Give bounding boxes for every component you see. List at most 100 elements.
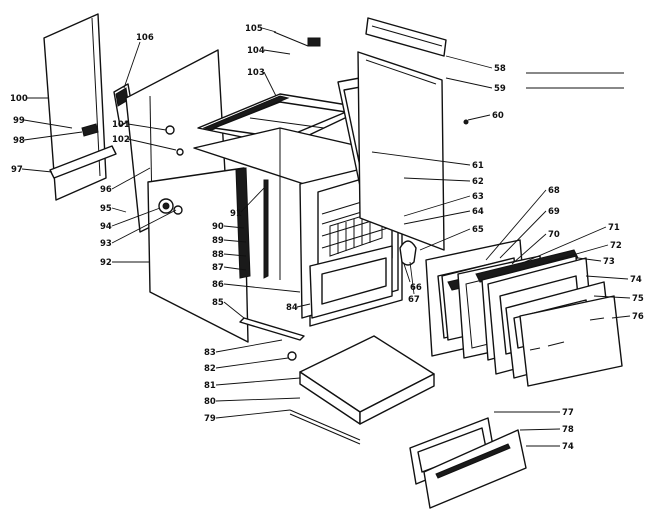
callout-label: 66 [410, 283, 422, 293]
callout-88: 88 [212, 250, 247, 260]
callout-label: 71 [608, 223, 620, 233]
callout-102: 102 [112, 135, 177, 151]
callout-label: 97 [11, 165, 23, 175]
callout-86: 86 [212, 280, 301, 293]
right-side-panel [357, 51, 445, 251]
callout-label: 84 [286, 303, 298, 313]
callout-101: 101 [112, 120, 167, 131]
callout-106: 106 [123, 33, 154, 89]
callout-91: 91 [230, 187, 265, 219]
callout-60: 60 [467, 111, 504, 121]
callout-83: 83 [204, 339, 283, 358]
callout-label: 68 [548, 186, 560, 196]
callout-74-upper: 74 [526, 442, 574, 452]
storage-drawer [299, 335, 435, 425]
callout-81: 81 [204, 377, 301, 391]
callout-59: 59 [445, 77, 624, 94]
callout-label: 100 [10, 94, 28, 104]
drawer-slide-rail [289, 409, 361, 445]
callout-label: 65 [472, 225, 484, 235]
callout-label: 80 [204, 397, 216, 407]
callout-label: 83 [204, 348, 216, 358]
callout-label: 101 [112, 120, 130, 130]
callout-75: 75 [593, 294, 644, 304]
callout-67: 67 [408, 261, 420, 305]
base-rail [239, 317, 305, 341]
callout-label: 82 [204, 364, 216, 374]
callout-98: 98 [13, 131, 83, 146]
callout-label: 91 [230, 209, 242, 219]
callout-label: 87 [212, 263, 224, 273]
callout-label: 102 [112, 135, 130, 145]
callout-label: 96 [100, 185, 112, 195]
callout-label: 105 [245, 24, 263, 34]
callout-label: 58 [494, 64, 506, 74]
callout-63: 63 [403, 192, 484, 217]
callout-70: 70 [511, 230, 560, 265]
callout-label: 64 [472, 207, 484, 217]
callout-93: 93 [100, 209, 177, 249]
callout-label: 74 [630, 275, 642, 285]
callout-label: 89 [212, 236, 224, 246]
callout-79: 79 [204, 409, 291, 424]
callout-71: 71 [519, 223, 620, 265]
callout-78: 78 [519, 425, 574, 435]
callout-72: 72 [547, 241, 622, 263]
lower-front-frame [309, 245, 393, 319]
callout-label: 60 [492, 111, 504, 121]
hinge-part [399, 240, 417, 266]
callout-label: 72 [610, 241, 622, 251]
drawer-outer-panel [423, 429, 527, 509]
callout-95: 95 [100, 204, 127, 214]
callout-105: 105 [245, 24, 277, 34]
callout-80: 80 [204, 397, 301, 407]
left-rear-side-panel [43, 13, 107, 201]
callout-103: 103 [247, 68, 277, 97]
callout-label: 77 [562, 408, 574, 418]
callout-label: 99 [13, 116, 25, 126]
callout-97: 97 [11, 165, 53, 175]
callout-61: 61 [371, 151, 484, 171]
callout-label: 95 [100, 204, 112, 214]
callout-label: 86 [212, 280, 224, 290]
callout-104: 104 [247, 46, 291, 56]
callout-label: 59 [494, 84, 506, 94]
body-gasket-strip [235, 167, 269, 279]
callout-73: 73 [577, 257, 615, 267]
bottom-front-trim-strip [49, 145, 117, 179]
callout-82: 82 [204, 357, 289, 374]
callout-label: 61 [472, 161, 484, 171]
callout-96: 96 [100, 167, 151, 195]
top-rod-part [273, 31, 321, 47]
callout-90: 90 [212, 222, 245, 232]
small-foot [287, 351, 297, 361]
callout-label: 74 [562, 442, 574, 452]
callout-label: 63 [472, 192, 484, 202]
callout-label: 67 [408, 295, 420, 305]
callout-label: 106 [136, 33, 154, 43]
callout-64: 64 [403, 207, 484, 225]
callout-65: 65 [419, 225, 484, 251]
callout-94: 94 [100, 207, 161, 232]
callout-84: 84 [286, 303, 311, 313]
callout-label: 94 [100, 222, 112, 232]
callout-label: 81 [204, 381, 216, 391]
callout-label: 76 [632, 312, 644, 322]
callout-92: 92 [100, 258, 150, 268]
callout-label: 62 [472, 177, 484, 187]
callout-label: 85 [212, 298, 224, 308]
callout-58: 58 [445, 55, 624, 74]
callout-69: 69 [499, 207, 560, 259]
callout-label: 92 [100, 258, 112, 268]
callout-100: 100 [10, 94, 48, 104]
callout-66: 66 [403, 263, 422, 293]
callout-68: 68 [485, 186, 560, 261]
callout-label: 73 [603, 257, 615, 267]
callout-label: 79 [204, 414, 216, 424]
callout-label: 93 [100, 239, 112, 249]
callout-label: 70 [548, 230, 560, 240]
callout-89: 89 [212, 236, 247, 246]
callout-99: 99 [13, 116, 73, 129]
callout-label: 103 [247, 68, 265, 78]
